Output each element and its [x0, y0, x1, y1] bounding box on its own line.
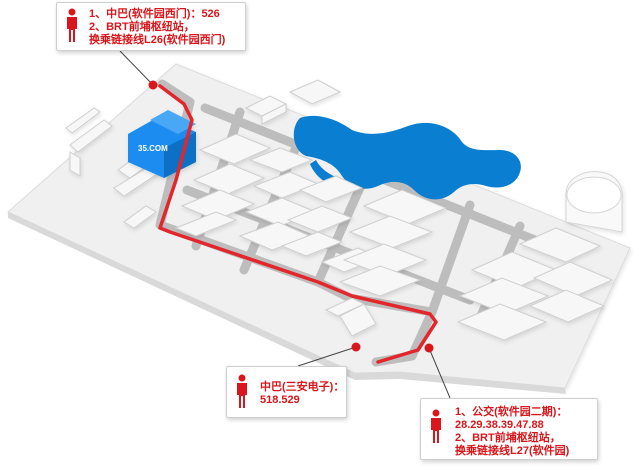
callout-phase2-line2: 28.29.38.39.47.88: [455, 419, 544, 431]
buildings: [65, 79, 614, 341]
lake: [293, 115, 521, 200]
dome-building: [565, 171, 623, 233]
callout-sanan-line1: 中巴(三安电子)：: [260, 381, 345, 393]
callout-phase2-line3: 2、BRT前埔枢纽站，: [455, 432, 561, 444]
stop-marker-sanan[interactable]: [351, 342, 361, 352]
bus-route: [158, 84, 438, 364]
leader-lines: [119, 50, 451, 399]
callout-phase2: 1、公交(软件园二期)： 28.29.38.39.47.88 2、BRT前埔枢纽…: [420, 398, 598, 460]
person-icon: [67, 8, 77, 42]
person-icon: [237, 374, 247, 408]
callout-west-gate-line2: 2、BRT前埔枢纽站，: [89, 21, 195, 33]
callout-sanan-line2: 518.529: [260, 394, 300, 406]
callout-sanan: 中巴(三安电子)： 518.529: [226, 366, 347, 418]
callout-west-gate-line1: 1、中巴(软件园西门)：526: [89, 8, 220, 20]
callout-west-gate-line3: 换乘链接线L26(软件园西门): [89, 34, 226, 46]
callout-phase2-line1: 1、公交(软件园二期)：: [455, 406, 568, 418]
stop-marker-phase2[interactable]: [424, 343, 434, 353]
stop-marker-west-gate[interactable]: [148, 80, 158, 90]
35com-label: 35.COM: [138, 144, 168, 153]
callout-west-gate: 1、中巴(软件园西门)：526 2、BRT前埔枢纽站， 换乘链接线L26(软件园…: [56, 2, 246, 51]
person-icon: [431, 409, 441, 443]
callout-phase2-line4: 换乘链接线L27(软件园): [455, 445, 570, 457]
